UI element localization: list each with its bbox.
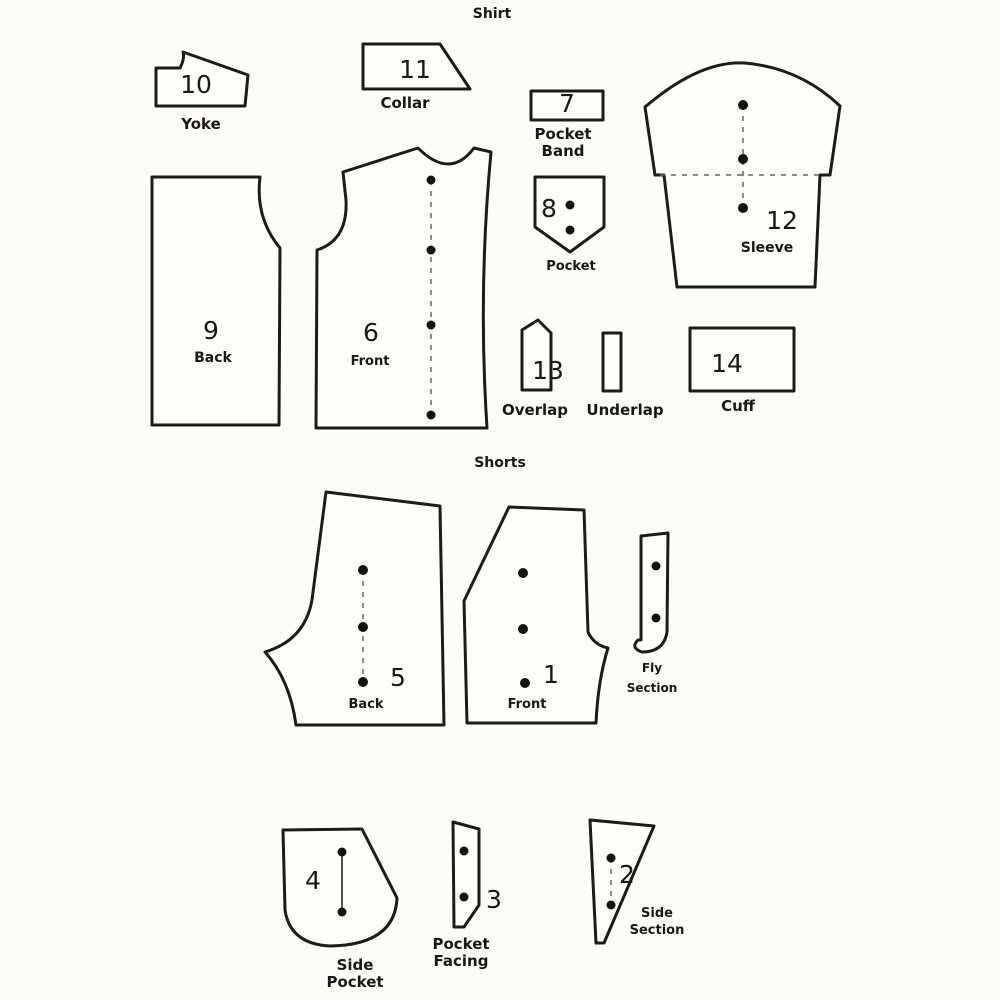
yoke-number: 10: [180, 70, 212, 99]
pocket-band-piece: [529, 89, 605, 122]
yoke-piece: [154, 50, 250, 108]
collar-number: 11: [399, 55, 431, 84]
pocket-facing-number: 3: [486, 885, 502, 914]
collar-label: Collar: [380, 94, 430, 112]
shirt-front-number: 6: [363, 318, 379, 347]
overlap-number: 13: [532, 356, 564, 385]
sleeve-number: 12: [766, 206, 798, 235]
pocket-piece: [533, 175, 606, 254]
cuff-number: 14: [711, 349, 743, 378]
shorts-back-label: Back: [348, 697, 384, 712]
pocket-label: Pocket: [546, 259, 596, 274]
collar-piece: [361, 42, 472, 91]
yoke-label: Yoke: [181, 115, 221, 133]
pocket-facing-label: Pocket Facing: [432, 935, 490, 970]
underlap-piece: [601, 331, 623, 393]
shirt-back-piece: [150, 175, 282, 427]
underlap-label: Underlap: [586, 401, 664, 419]
shirt-front-label: Front: [350, 354, 390, 369]
shirt-back-number: 9: [203, 316, 219, 345]
shorts-back-piece: [263, 490, 446, 727]
shirt-section-title: Shirt: [472, 6, 512, 22]
shorts-front-number: 1: [543, 660, 559, 689]
shorts-back-number: 5: [390, 663, 406, 692]
side-pocket-number: 4: [305, 866, 321, 895]
fly-section-label: Fly Section: [626, 661, 678, 695]
overlap-label: Overlap: [501, 401, 569, 419]
shirt-back-label: Back: [194, 350, 232, 366]
cuff-piece: [688, 326, 796, 393]
side-section-piece: [588, 818, 656, 945]
overlap-piece: [520, 318, 553, 392]
side-pocket-label: Side Pocket: [326, 956, 384, 991]
side-section-label: Side Section: [629, 906, 685, 938]
pocket-facing-piece: [451, 820, 481, 929]
fly-section-piece: [633, 531, 670, 654]
pocket-band-label: Pocket Band: [534, 125, 592, 160]
sleeve-label: Sleeve: [740, 240, 794, 256]
pocket-number: 8: [541, 194, 557, 223]
cuff-label: Cuff: [721, 397, 755, 415]
shirt-front-piece: [314, 146, 493, 430]
side-section-number: 2: [619, 860, 635, 889]
pocket-band-number: 7: [559, 89, 575, 118]
shorts-section-title: Shorts: [474, 455, 526, 471]
shorts-front-label: Front: [507, 697, 547, 712]
side-pocket-piece: [281, 827, 399, 948]
shorts-front-piece: [462, 505, 610, 725]
